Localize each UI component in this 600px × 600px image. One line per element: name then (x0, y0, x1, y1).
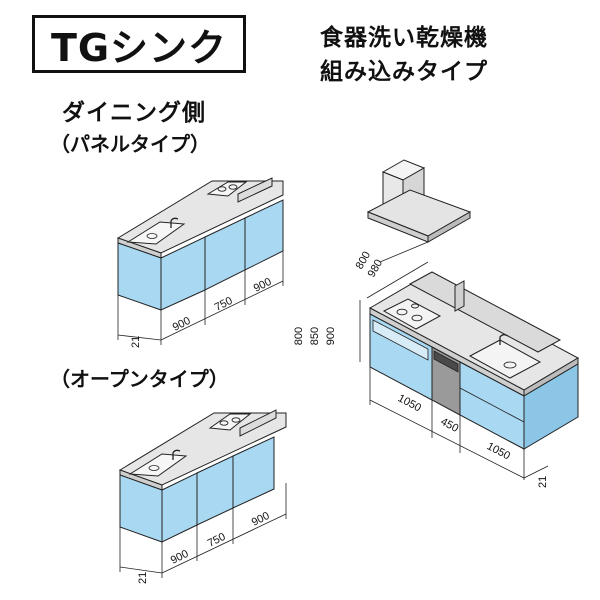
dw-dishwasher-panel (433, 350, 459, 373)
dishwasher-title-line1: 食器洗い乾燥機 (320, 25, 488, 51)
open-burner-2 (231, 417, 241, 423)
dw-height-dim-3: 900 (325, 327, 337, 345)
open-burner-1 (219, 420, 229, 426)
panel-back-guard (237, 177, 273, 203)
dining-side-label: ダイニング側 (62, 100, 206, 126)
dw-height-dim-1: 800 (293, 327, 305, 345)
open-depth-dim: 21 (137, 572, 149, 584)
hood-side (427, 211, 471, 243)
dw-back-guard (408, 271, 562, 353)
page-title: TGシンク (50, 25, 228, 70)
panel-faucet (170, 217, 179, 228)
open-stove (208, 413, 252, 431)
panel-depth-line (117, 334, 162, 341)
dw-sink (468, 339, 542, 379)
panel-burner-2 (228, 184, 238, 190)
open-cabinet-3 (232, 436, 275, 509)
dw-width-dim-1: 1050 (396, 392, 423, 414)
dw-depth-dim: 21 (537, 476, 549, 488)
dw-drawer-line (459, 387, 525, 423)
panel-type-label: （パネルタイプ） (50, 132, 210, 156)
dw-width-dim-line (369, 399, 525, 479)
dw-width-dim-3: 1050 (485, 440, 512, 462)
panel-dim-line (160, 280, 284, 341)
open-sink (128, 453, 188, 477)
panel-depth-dim: 21 (130, 336, 142, 348)
panel-sink-drain (146, 233, 158, 239)
dw-control-panel (372, 319, 429, 361)
title-box: TGシンク (32, 15, 246, 73)
dw-guard-post (454, 280, 465, 312)
dw-depth-line (523, 465, 549, 479)
dw-height-dim-2: 850 (309, 327, 321, 345)
dw-burner-2 (411, 314, 423, 322)
open-depth-line (119, 566, 163, 574)
dw-faucet (499, 334, 509, 345)
dw-burner-3 (411, 303, 419, 309)
hood-dim-line (379, 241, 429, 263)
open-back-guard (239, 409, 277, 437)
dishwasher-title-line2: 組み込みタイプ (320, 59, 488, 85)
dw-cabinet-side (523, 363, 579, 450)
hood-vertical-ref (366, 261, 429, 299)
open-faucet (172, 449, 181, 460)
dw-sink-drain (503, 361, 517, 369)
dw-burner-1 (396, 308, 408, 316)
dw-stove (382, 298, 442, 330)
open-dim-line (161, 513, 287, 574)
panel-sink (126, 221, 186, 245)
open-type-label: （オープンタイプ） (50, 367, 229, 391)
panel-burner-1 (217, 186, 227, 192)
dw-width-dim-2: 450 (438, 416, 460, 435)
open-sink-drain (148, 465, 160, 471)
